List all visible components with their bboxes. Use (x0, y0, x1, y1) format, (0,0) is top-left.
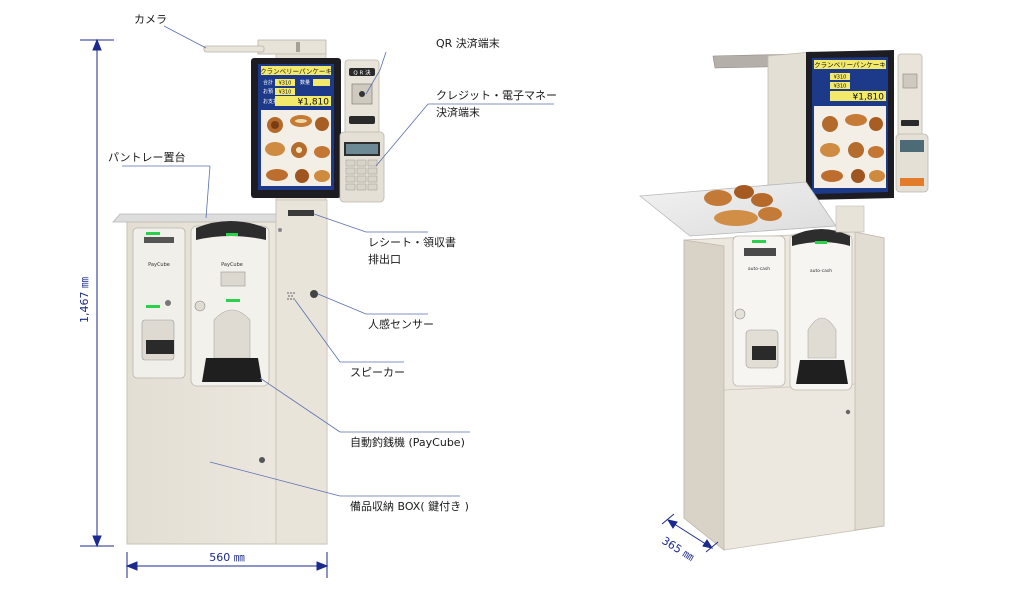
camera-unit (203, 39, 327, 55)
label-storage-box: 備品収納 BOX( 鍵付き ) (350, 500, 469, 513)
screen-row1-value: ¥310 (279, 81, 292, 87)
label-receipt-line1: レシート・領収書 (368, 236, 456, 249)
p-coin-unit: auto-cash (732, 235, 786, 387)
pastry-images (265, 115, 330, 183)
depth-dimension (661, 513, 719, 553)
storage-lock (259, 457, 265, 463)
p-brand-left: auto-cash (748, 266, 770, 272)
coin-unit-left: PayCube (132, 227, 186, 379)
label-tray-stand: パントレー置台 (108, 151, 186, 164)
p-screen-product: クランベリーパンケーキ (814, 61, 886, 69)
height-dimension (80, 38, 114, 548)
label-qr-terminal: QR 決済端末 (436, 37, 500, 50)
brand-center: PayCube (221, 262, 243, 268)
credit-terminal (339, 131, 385, 203)
p-screen-row1-value: ¥310 (834, 75, 847, 81)
width-label: 560 ㎜ (209, 551, 245, 564)
touch-screen: クランベリーパンケーキ 合計 ¥310 数量 お預 ¥310 お支払 ¥1,81… (251, 58, 341, 198)
depth-label: 365 ㎜ (659, 534, 696, 564)
leader-lines (122, 25, 554, 497)
screen-row1-label: 合計 (263, 79, 273, 86)
p-brand-right: auto-cash (810, 268, 832, 274)
label-credit-terminal-line2: 決済端末 (436, 106, 480, 119)
speaker-grille (287, 292, 295, 300)
p-screen-row2-value: ¥310 (834, 84, 847, 90)
screen-total-value: ¥1,810 (298, 98, 330, 108)
tray-stand-shelf (112, 213, 281, 223)
qr-badge: Q R 決 (353, 69, 371, 77)
p-screen-total-value: ¥1,810 (853, 93, 885, 103)
screen-product-title: クランベリーパンケーキ (260, 68, 332, 76)
label-speaker: スピーカー (350, 366, 405, 379)
label-changer: 自動釣銭機 (PayCube) (350, 436, 465, 449)
front-view: クランベリーパンケーキ 合計 ¥310 数量 お預 ¥310 お支払 ¥1,81… (78, 25, 554, 578)
height-label: 1,467 ㎜ (78, 277, 91, 323)
screen-total-label: お支払 (263, 98, 278, 105)
label-receipt-line2: 排出口 (368, 253, 401, 266)
screen-row1-tag: 数量 (300, 79, 310, 86)
screen-row2-label: お預 (263, 88, 273, 95)
label-credit-terminal-line1: クレジット・電子マネー (436, 89, 557, 102)
p-note-unit: auto-cash (789, 229, 853, 391)
screen-row2-value: ¥310 (279, 90, 292, 96)
receipt-slot (288, 210, 314, 216)
p-pastries (704, 185, 782, 226)
qr-terminal: Q R 決 (344, 59, 380, 141)
label-camera: カメラ (134, 13, 167, 26)
width-dimension (125, 552, 329, 578)
note-unit: PayCube (190, 221, 270, 387)
brand-left: PayCube (148, 262, 170, 268)
perspective-screen: クランベリーパンケーキ ¥310 ¥310 ¥1,810 (806, 50, 894, 200)
motion-sensor-eye (310, 290, 318, 298)
perspective-view: クランベリーパンケーキ ¥310 ¥310 ¥1,810 (638, 50, 929, 564)
label-motion-sensor: 人感センサー (368, 318, 434, 331)
